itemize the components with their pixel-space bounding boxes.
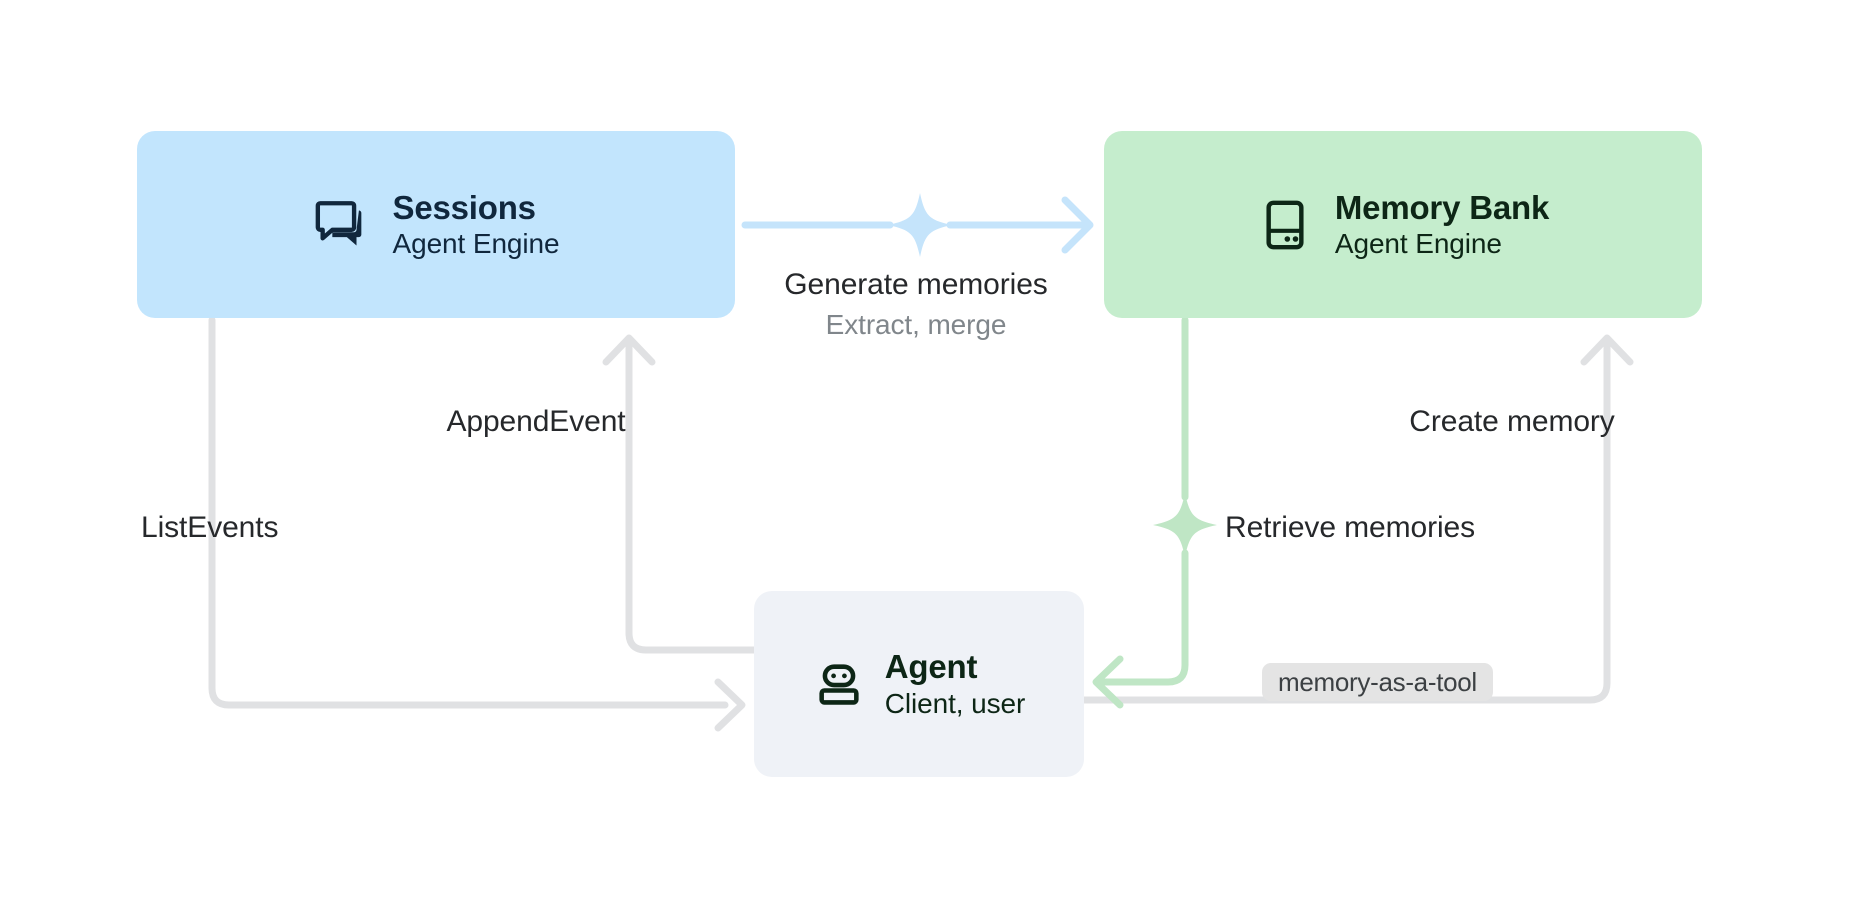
edge-label-retrieve-memories: Retrieve memories bbox=[1225, 511, 1476, 544]
edge-list-events bbox=[208, 316, 746, 732]
node-memory-bank-title: Memory Bank bbox=[1334, 188, 1550, 226]
sparkle-icon-blue bbox=[888, 193, 952, 257]
node-sessions-subtitle: Agent Engine bbox=[392, 228, 560, 260]
chat-bubbles-icon bbox=[313, 196, 371, 254]
edge-label-create-memory: Create memory bbox=[1409, 405, 1615, 438]
edge-sublabel-generate-memories: Extract, merge bbox=[825, 309, 1007, 340]
sparkle-icon-green bbox=[1153, 493, 1217, 557]
edge-append-event bbox=[602, 334, 758, 654]
memory-chip-icon bbox=[1257, 197, 1313, 253]
node-sessions[interactable]: Sessions Agent Engine bbox=[137, 131, 735, 318]
node-memory-bank[interactable]: Memory Bank Agent Engine bbox=[1104, 131, 1702, 318]
edge-label-append-event: AppendEvent bbox=[446, 405, 626, 438]
node-memory-bank-subtitle: Agent Engine bbox=[1334, 228, 1502, 260]
node-agent[interactable]: Agent Client, user bbox=[754, 591, 1084, 777]
edge-generate-memories bbox=[741, 193, 1094, 257]
robot-icon bbox=[813, 658, 865, 710]
badge-memory-as-a-tool: memory-as-a-tool bbox=[1262, 663, 1493, 701]
edge-label-list-events: ListEvents bbox=[141, 511, 279, 544]
node-agent-title: Agent bbox=[884, 648, 978, 686]
node-agent-subtitle: Client, user bbox=[884, 687, 1026, 719]
edge-create-memory bbox=[1080, 334, 1634, 704]
edge-retrieve-memories bbox=[1092, 316, 1217, 709]
node-sessions-title: Sessions bbox=[392, 188, 537, 226]
edge-label-generate-memories: Generate memories bbox=[784, 268, 1048, 301]
